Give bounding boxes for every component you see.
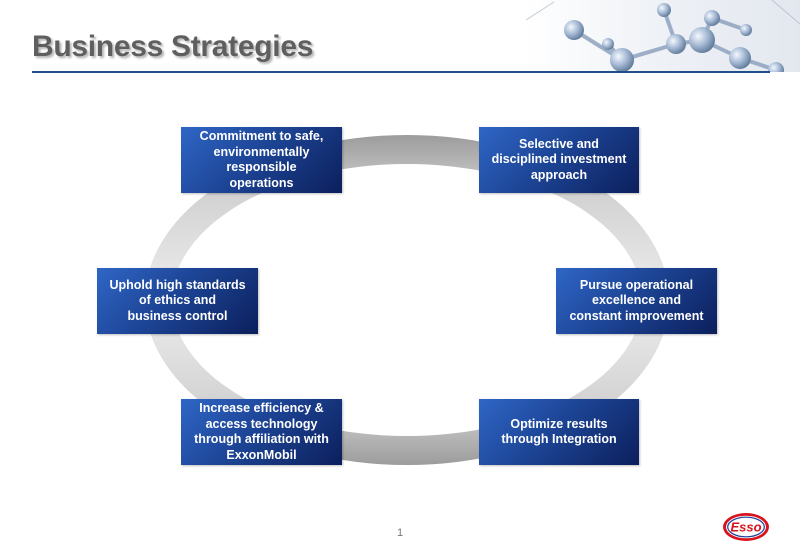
title-divider — [32, 71, 770, 73]
strategy-text: Selective and disciplined investment app… — [491, 136, 627, 182]
strategy-box-middle-right: Pursue operational excellence and consta… — [556, 268, 717, 334]
strategy-box-middle-left: Uphold high standards of ethics and busi… — [97, 268, 258, 334]
strategy-text: Commitment to safe, environmentally resp… — [199, 129, 324, 190]
strategy-box-top-right: Selective and disciplined investment app… — [479, 127, 639, 193]
esso-logo: Esso — [723, 513, 769, 541]
page-number: 1 — [396, 527, 404, 539]
logo-text: Esso — [730, 520, 761, 535]
strategy-text: Optimize results through Integration — [501, 416, 617, 447]
strategy-box-bottom-left: Increase efficiency & access technology … — [181, 399, 342, 465]
strategy-box-top-left: Commitment to safe, environmentally resp… — [181, 127, 342, 193]
strategy-text: Uphold high standards of ethics and busi… — [109, 277, 246, 323]
page-title: Business Strategies — [32, 30, 314, 63]
strategy-text: Pursue operational excellence and consta… — [569, 277, 704, 323]
molecule-network-icon — [526, 0, 800, 72]
strategy-text: Increase efficiency & access technology … — [194, 401, 329, 462]
strategy-box-bottom-right: Optimize results through Integration — [479, 399, 639, 465]
